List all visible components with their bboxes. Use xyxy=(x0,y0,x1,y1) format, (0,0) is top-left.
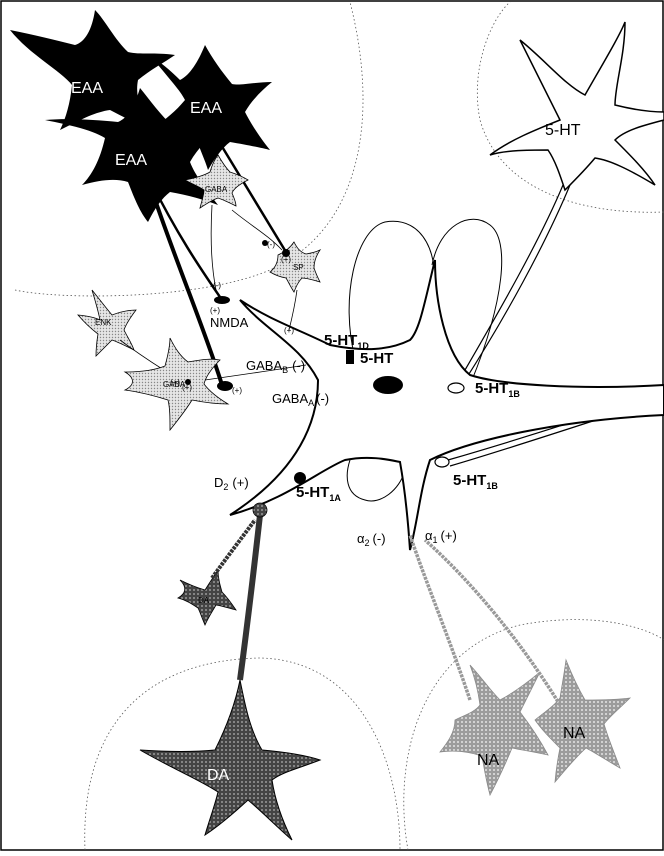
receptor-5ht1a-marker xyxy=(294,472,306,484)
label-gaba-a: GABA xyxy=(272,391,308,406)
label-eaa-1: EAA xyxy=(71,80,103,97)
gaba-interneuron-top xyxy=(185,155,248,208)
receptor-5ht1b-lower-marker xyxy=(435,457,449,467)
label-sign-plus-enk2: (+) xyxy=(182,383,192,392)
label-sign-plus-sp-low: (+) xyxy=(284,326,294,335)
label-serotonin-main: 5-HT xyxy=(360,350,393,367)
receptor-5ht1b-upper-marker xyxy=(448,383,464,393)
label-5ht1d-sub: 1D xyxy=(357,341,369,351)
label-5ht1a: 5-HT xyxy=(296,484,329,501)
svg-text:D2(+): D2 (+) xyxy=(214,475,249,492)
label-eaa-3: EAA xyxy=(115,152,147,169)
label-eaa-2: EAA xyxy=(190,100,222,117)
label-5ht1b-lower: 5-HT xyxy=(453,472,486,489)
label-d2-sub: 2 xyxy=(223,482,228,492)
label-alpha2-sign: (-) xyxy=(373,531,386,546)
serotonin-neuron-remote xyxy=(490,22,664,190)
label-gaba-b: GABA xyxy=(246,358,282,373)
svg-text:GABAA(-): GABAA(-) xyxy=(272,391,329,408)
label-sign-plus-enk: (+) xyxy=(170,378,180,387)
label-nmda: NMDA xyxy=(210,315,249,330)
label-gaba-a-sign: (-) xyxy=(316,391,329,406)
svg-text:α2(-): α2(-) xyxy=(357,531,386,548)
svg-text:5-HT1B: 5-HT1B xyxy=(453,472,498,491)
svg-text:GABAB(-): GABAB (-) xyxy=(246,358,305,375)
label-sign-nmda-plus: (+) xyxy=(210,306,220,315)
label-da-large: DA xyxy=(207,767,230,784)
label-d2: D xyxy=(214,475,223,490)
axon-da-to-d2 xyxy=(240,515,260,680)
label-gaba-a-sub: A xyxy=(308,398,314,408)
label-5ht1b-lower-sub: 1B xyxy=(486,481,498,491)
svg-text:α1(+): α1(+) xyxy=(425,528,457,545)
label-da-small: DA xyxy=(198,596,210,605)
label-enk: ENK xyxy=(95,318,112,327)
label-alpha1-sign: (+) xyxy=(441,528,457,543)
synapse-eaa-gaba xyxy=(217,381,233,391)
label-na-1: NA xyxy=(477,752,500,769)
label-alpha1-sub: 1 xyxy=(433,535,438,545)
label-gaba-b-sign: (-) xyxy=(292,358,305,373)
na-neuron-1 xyxy=(440,665,548,795)
axon-5ht-remote-to-1b-upper xyxy=(458,185,563,382)
label-gaba-top: GABA xyxy=(205,185,228,194)
label-gaba-b-sub: B xyxy=(282,365,288,375)
label-sign-minus-top: (-) xyxy=(213,281,221,290)
label-5ht1d: 5-HT xyxy=(324,332,357,349)
serotonin-nucleus xyxy=(373,376,403,394)
receptor-5ht1d-marker xyxy=(346,350,354,364)
label-serotonin-remote: 5-HT xyxy=(545,122,581,139)
label-5ht1b-upper: 5-HT xyxy=(475,380,508,397)
label-sign-plus-sp: (+) xyxy=(281,255,291,264)
svg-text:5-HT1A: 5-HT1A xyxy=(296,484,341,503)
label-5ht1b-upper-sub: 1B xyxy=(508,389,520,399)
label-alpha2-sub: 2 xyxy=(365,538,370,548)
label-sign-plus-eaa-low: (+) xyxy=(232,386,242,395)
label-na-2: NA xyxy=(563,725,586,742)
synapse-nmda xyxy=(214,296,230,304)
label-d2-sign: (+) xyxy=(232,475,248,490)
label-sign-minus-sp: (-) xyxy=(267,240,275,249)
na-neuron-2 xyxy=(535,660,630,782)
axon-na-to-alpha xyxy=(410,535,470,700)
label-sp: SP xyxy=(293,263,304,272)
label-5ht1a-sub: 1A xyxy=(329,493,341,503)
svg-text:5-HT1D: 5-HT1D xyxy=(324,332,369,351)
da-neuron-large xyxy=(140,680,320,840)
